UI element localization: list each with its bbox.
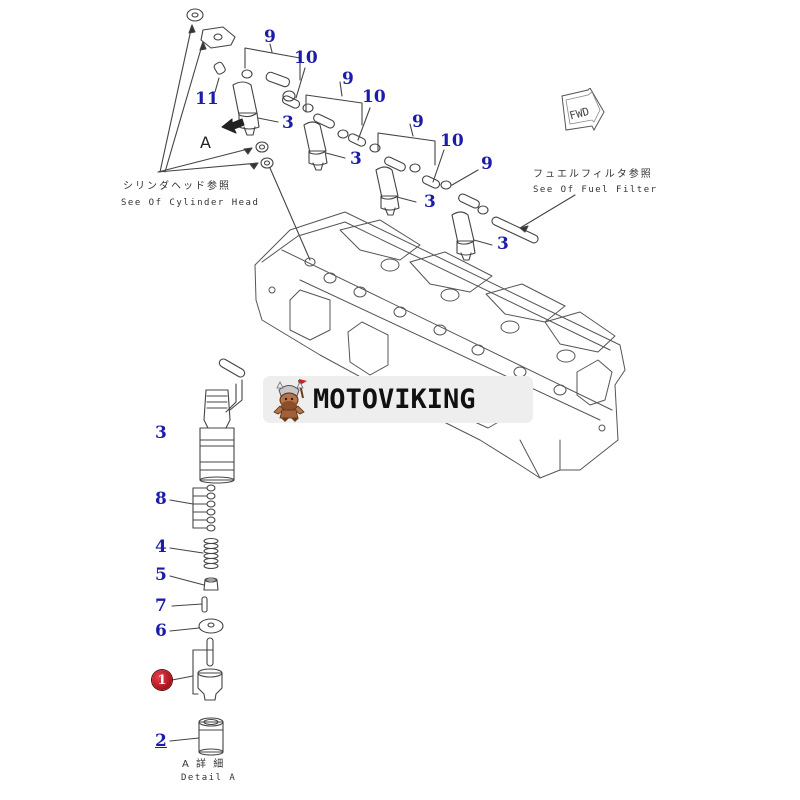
detail-a-en: Detail A bbox=[181, 773, 237, 783]
callout-8[interactable]: 8 bbox=[155, 489, 167, 509]
fuel-filter-ref-en: See Of Fuel Filter bbox=[533, 185, 658, 195]
injector-group-3 bbox=[369, 143, 441, 216]
callout-11[interactable]: 11 bbox=[195, 89, 219, 109]
callout-3[interactable]: 3 bbox=[155, 423, 167, 443]
detail-a-injector bbox=[169, 358, 246, 756]
callout-3[interactable]: 3 bbox=[497, 234, 509, 254]
callout-3[interactable]: 3 bbox=[350, 149, 362, 169]
callout-4[interactable]: 4 bbox=[155, 537, 167, 557]
callout-6[interactable]: 6 bbox=[155, 621, 167, 641]
cylinder-head-ref-en: See Of Cylinder Head bbox=[121, 198, 260, 208]
callout-9[interactable]: 9 bbox=[264, 27, 276, 47]
brand-name: MOTOVIKING bbox=[313, 384, 476, 415]
cylinder-head-block bbox=[254, 211, 626, 479]
callout-1-highlighted[interactable]: 1 bbox=[152, 670, 172, 690]
callout-10[interactable]: 10 bbox=[362, 87, 386, 107]
callout-10[interactable]: 10 bbox=[440, 131, 464, 151]
callout-5[interactable]: 5 bbox=[155, 565, 167, 585]
callout-9[interactable]: 9 bbox=[481, 154, 493, 174]
view-a-letter: A bbox=[200, 133, 211, 152]
fwd-arrow-icon: FWD bbox=[561, 87, 605, 132]
callout-9[interactable]: 9 bbox=[412, 112, 424, 132]
fwd-label: FWD bbox=[568, 105, 591, 123]
injector-group-1 bbox=[213, 61, 301, 136]
fuel-filter-ref-jp: フュエルフィルタ参照 bbox=[533, 169, 653, 180]
callout-3[interactable]: 3 bbox=[282, 113, 294, 133]
cylinder-head-ref-jp: シリンダヘッド参照 bbox=[123, 181, 231, 192]
injector-group-4 bbox=[440, 180, 489, 261]
callout-7[interactable]: 7 bbox=[155, 596, 167, 616]
cylinder-head-leaders bbox=[157, 24, 259, 173]
callout-3[interactable]: 3 bbox=[424, 192, 436, 212]
forward-direction-marker: FWD bbox=[560, 87, 610, 136]
callout-10[interactable]: 10 bbox=[294, 48, 318, 68]
callout-2[interactable]: 2 bbox=[155, 731, 167, 751]
viking-mascot-icon bbox=[269, 376, 313, 423]
injector-group-2 bbox=[302, 103, 367, 171]
callout-1-label: 1 bbox=[157, 672, 167, 688]
callout-9[interactable]: 9 bbox=[342, 69, 354, 89]
detail-a-jp: A 詳 細 bbox=[182, 759, 226, 770]
motoviking-watermark: MOTOVIKING bbox=[263, 376, 533, 423]
